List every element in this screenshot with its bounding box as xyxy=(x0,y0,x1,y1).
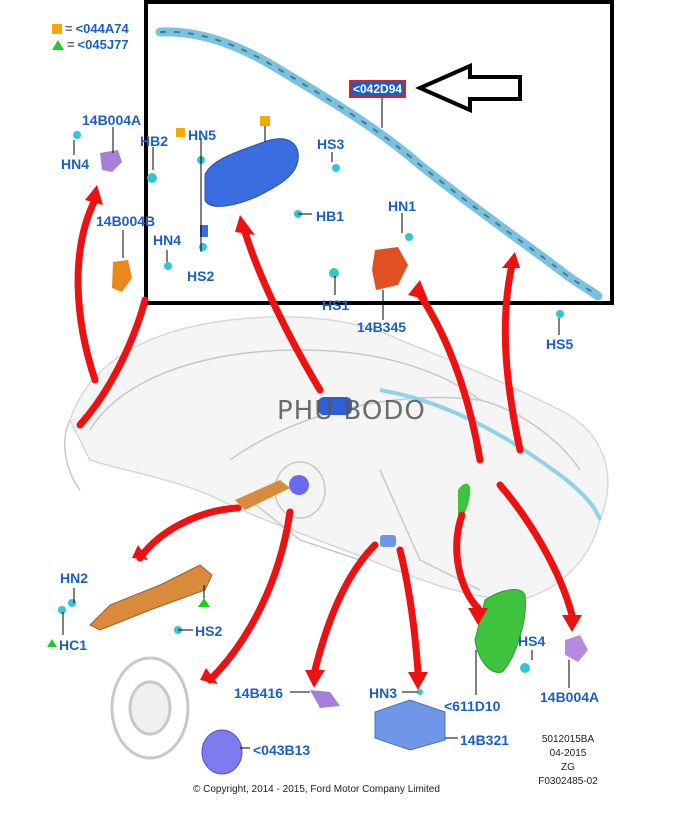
label-HN1: HN1 xyxy=(388,198,417,214)
red-callout-arrows xyxy=(74,196,576,684)
watermark: PHU BODO xyxy=(277,396,426,426)
red-sensor-14B345 xyxy=(372,247,408,290)
label-043B13: <043B13 xyxy=(253,742,311,758)
legend-item-green-triangle: = <045J77 xyxy=(52,37,129,52)
label-HC1: HC1 xyxy=(59,637,88,653)
label-14B345: 14B345 xyxy=(357,319,407,335)
legend-item-orange-square: = <044A74 xyxy=(52,21,129,36)
green-triangle-icon xyxy=(52,39,64,50)
label-HS2-bottom: HS2 xyxy=(195,623,223,639)
knee-bracket-installed xyxy=(235,480,290,510)
label-HB1: HB1 xyxy=(316,208,345,224)
copyright-text: © Copyright, 2014 - 2015, Ford Motor Com… xyxy=(193,784,440,795)
vehicle-body-ghost xyxy=(64,316,609,601)
label-HB2: HB2 xyxy=(140,133,169,149)
drawing-date: 04-2015 xyxy=(549,748,587,759)
knee-bracket xyxy=(89,564,213,631)
outline-arrow-icon xyxy=(415,62,522,114)
passenger-airbag-installed xyxy=(318,397,352,415)
label-HN4-mid: HN4 xyxy=(153,232,182,248)
legend-code: <045J77 xyxy=(77,37,129,52)
module-installed xyxy=(380,535,396,547)
label-14B004A-top: 14B004A xyxy=(82,112,142,128)
orange-square-icon xyxy=(52,23,62,34)
label-14B321: 14B321 xyxy=(460,732,510,748)
driver-airbag xyxy=(201,729,243,775)
side-sensor-bottom xyxy=(565,635,588,662)
steering-wheel xyxy=(110,656,190,760)
label-HN2: HN2 xyxy=(60,570,89,586)
restraint-module-14B321 xyxy=(374,699,446,751)
red-arrowheads xyxy=(85,185,582,690)
label-611D10: <611D10 xyxy=(444,698,501,714)
legend-code: <044A74 xyxy=(75,21,129,36)
seat-airbag-installed xyxy=(458,483,471,517)
driver-airbag-installed xyxy=(289,475,309,495)
drawing-info: 5012015BA 04-2015 ZG F0302485-02 xyxy=(528,733,608,789)
label-HS4: HS4 xyxy=(518,633,546,649)
label-HN5: HN5 xyxy=(188,127,217,143)
label-HS1: HS1 xyxy=(322,297,350,313)
sensor-14B416 xyxy=(310,690,340,708)
legend-equals: = xyxy=(65,21,73,36)
orange-square-marker-hn5 xyxy=(176,128,185,137)
detail-frame xyxy=(144,0,614,305)
leader-lines xyxy=(62,92,570,749)
label-14B416: 14B416 xyxy=(234,685,284,701)
orange-sensor-14B004B xyxy=(112,260,132,292)
label-HS2-top: HS2 xyxy=(187,268,215,284)
label-14B004A-bottom: 14B004A xyxy=(540,689,600,705)
label-HS5: HS5 xyxy=(546,336,574,352)
label-HS3: HS3 xyxy=(317,136,345,152)
legend-equals: = xyxy=(67,37,75,52)
side-sensor-top xyxy=(100,150,122,172)
label-HN4-top: HN4 xyxy=(61,156,90,172)
label-14B004B: 14B004B xyxy=(96,213,156,229)
drawing-reference: F0302485-02 xyxy=(538,776,598,787)
drawing-number: 5012015BA xyxy=(541,734,595,745)
green-triangle-marker xyxy=(198,598,210,607)
drawing-code: ZG xyxy=(561,762,575,773)
highlighted-part-number: <042D94 xyxy=(349,80,407,98)
passenger-airbag xyxy=(200,138,299,237)
orange-square-marker xyxy=(260,116,270,126)
curtain-airbag-installed xyxy=(379,388,602,521)
green-triangle-marker-hc1 xyxy=(47,639,57,647)
label-HN3: HN3 xyxy=(369,685,398,701)
seat-airbag-611D10 xyxy=(474,589,526,673)
